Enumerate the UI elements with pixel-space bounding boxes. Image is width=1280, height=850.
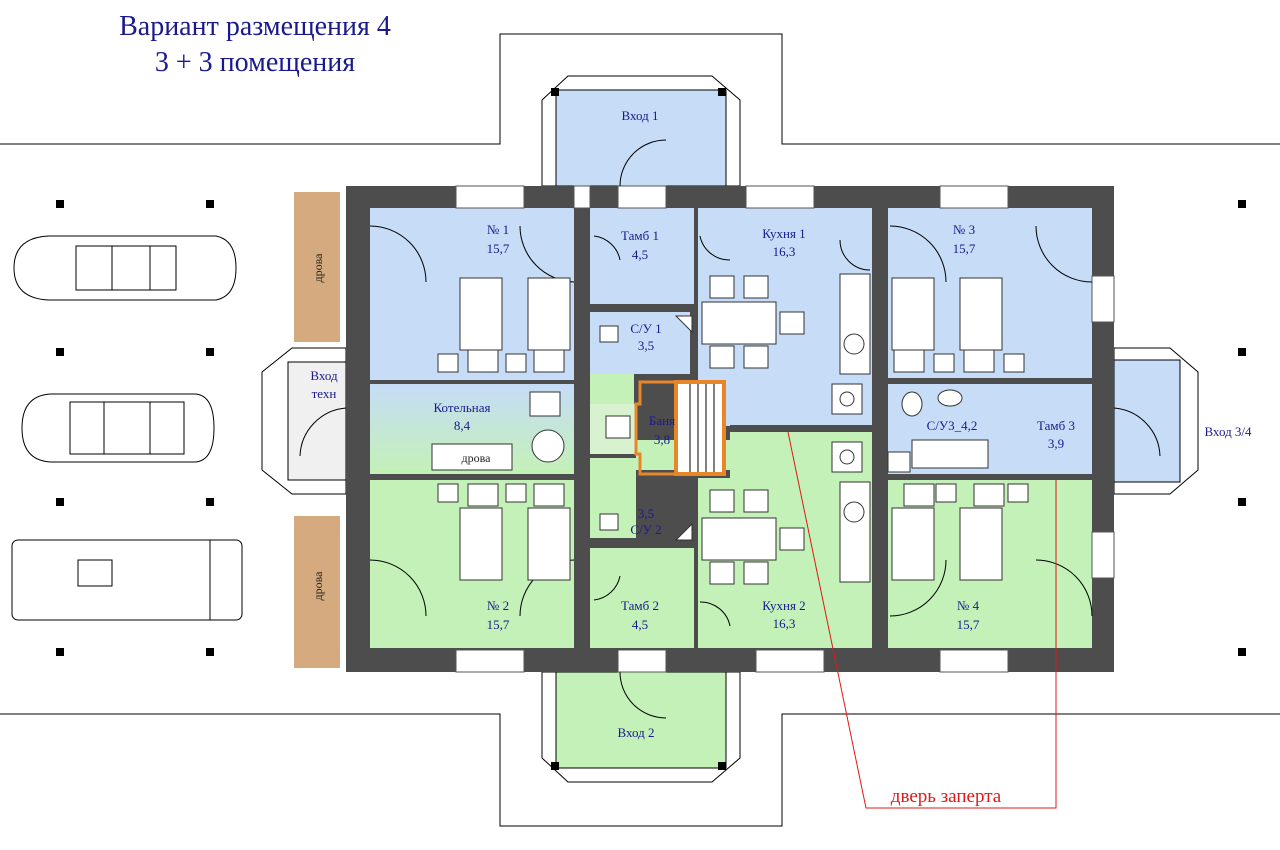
kitchen-1-name: Кухня 1: [762, 226, 805, 241]
porch-entrance-1-inner: [555, 89, 727, 187]
room-2-name: № 2: [487, 598, 509, 613]
tech-entrance-line2: техн: [312, 386, 337, 401]
porch-entrance-34-inner: [1113, 359, 1181, 483]
windows: [455, 185, 1115, 673]
entrance-1-label: Вход 1: [622, 108, 659, 123]
nightstands: [437, 349, 1029, 507]
tamb-3-area: 3,9: [1048, 436, 1064, 451]
parked-cars: [11, 235, 243, 621]
plan-title-line1: Вариант размещения 4: [119, 11, 391, 42]
stairs: [674, 380, 726, 476]
su-2-area: 3,5: [638, 506, 654, 521]
boiler-name: Котельная: [434, 400, 491, 415]
room-1-area: 15,7: [487, 241, 510, 256]
car-sedan-icon: [13, 235, 237, 301]
su-2-name: С/У 2: [630, 522, 661, 537]
lamp-posts: [56, 200, 1246, 656]
room-1-name: № 1: [487, 222, 509, 237]
locked-door-pointer: [787, 431, 1057, 809]
entrance-2-label: Вход 2: [618, 725, 655, 740]
su-1-name: С/У 1: [630, 321, 661, 336]
room-3-name: № 3: [953, 222, 975, 237]
car-van-icon: [11, 539, 243, 621]
door-swings: [299, 139, 1161, 719]
locked-door-note: дверь заперта: [891, 786, 1002, 807]
firewood-stack-top: [294, 192, 340, 342]
bathroom-fixtures: [529, 315, 989, 541]
tamb-3-name: Тамб 3: [1037, 418, 1075, 433]
kitchen-2-name: Кухня 2: [762, 598, 805, 613]
room-4-name: № 4: [957, 598, 980, 613]
su-3-name: С/У3_4,2: [927, 418, 978, 433]
su-1-area: 3,5: [638, 338, 654, 353]
boiler-area: 8,4: [454, 418, 471, 433]
firewood-stack-bottom: [294, 516, 340, 668]
boiler-firewood-box: [431, 443, 513, 471]
tamb-1-area: 4,5: [632, 247, 648, 262]
tamb-2-area: 4,5: [632, 617, 648, 632]
boiler-firewood-label: дрова: [462, 451, 492, 465]
plan-title-line2: 3 + 3 помещения: [154, 47, 356, 78]
tamb-2-name: Тамб 2: [621, 598, 659, 613]
tamb-1-name: Тамб 1: [621, 228, 659, 243]
room-3-area: 15,7: [953, 241, 976, 256]
firewood-bottom-label: дрова: [311, 571, 325, 601]
room-2-area: 15,7: [487, 617, 510, 632]
kitchen-2-area: 16,3: [773, 616, 796, 631]
site-outline: [0, 33, 1280, 827]
bath-area: 3,8: [654, 432, 670, 447]
porch-entrance-2-inner: [555, 671, 727, 769]
bath-name: Баня: [649, 413, 675, 428]
kitchen-furniture: [701, 273, 871, 585]
kitchen-1-area: 16,3: [773, 244, 796, 259]
car-hatchback-icon: [21, 393, 215, 463]
firewood-top-label: дрова: [311, 253, 325, 283]
beds: [459, 277, 1003, 581]
room-4-area: 15,7: [957, 617, 980, 632]
tech-entrance-line1: Вход: [310, 368, 338, 383]
entrance-34-label: Вход 3/4: [1204, 424, 1252, 439]
stair-treads: [689, 384, 715, 472]
